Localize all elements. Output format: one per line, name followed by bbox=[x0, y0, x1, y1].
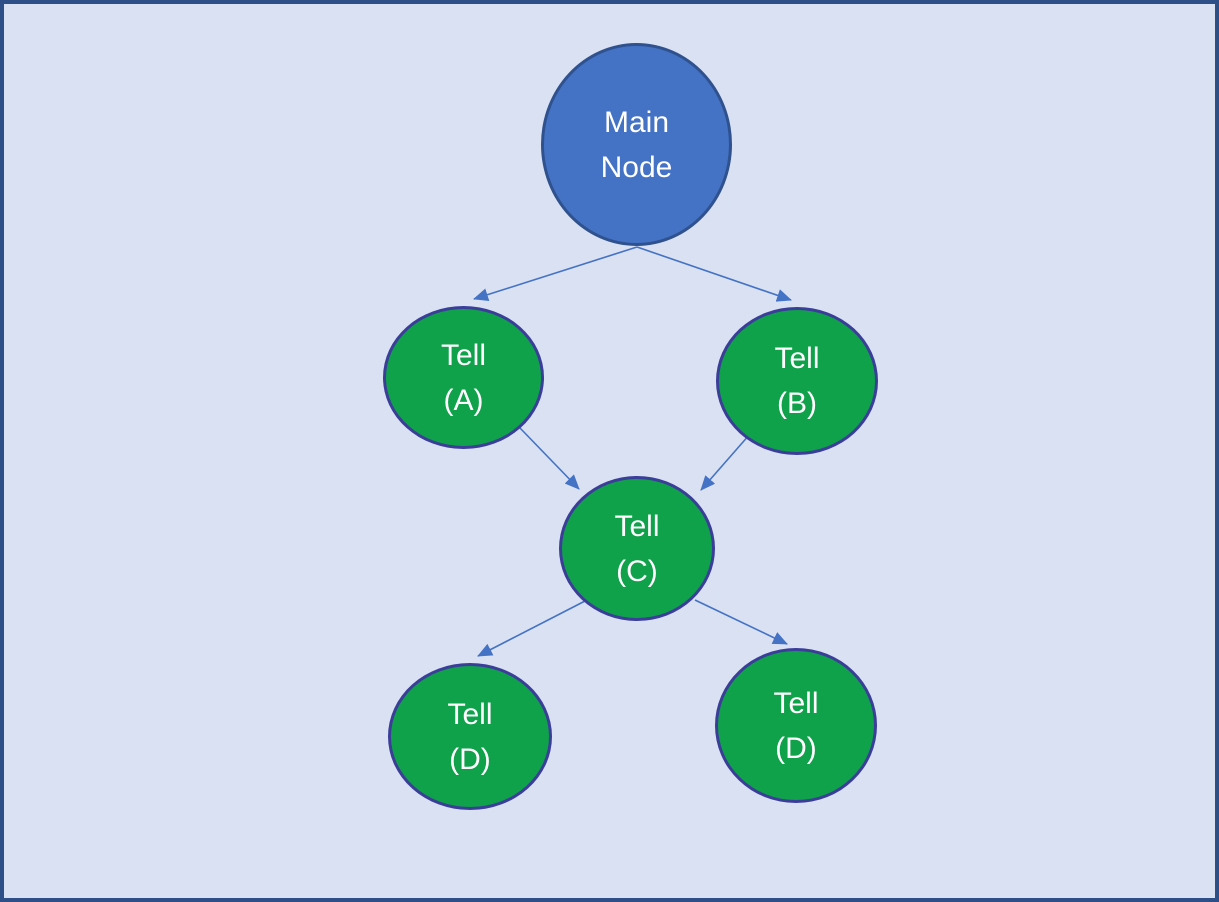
node-tell-c-label: Tell (C) bbox=[614, 509, 660, 588]
node-tell-d-right: Tell (D) bbox=[715, 648, 877, 803]
edge-tell-c-to-tell-d-right bbox=[694, 599, 788, 645]
node-tell-a-label: Tell (A) bbox=[440, 338, 486, 417]
edge-tell-c-to-tell-d-left bbox=[477, 600, 586, 657]
node-tell-c: Tell (C) bbox=[559, 476, 715, 621]
edge-tell-a-to-tell-c bbox=[519, 427, 580, 490]
edge-main-to-tell-b bbox=[636, 246, 792, 302]
node-main: Main Node bbox=[541, 43, 732, 246]
edge-main-to-tell-a bbox=[473, 246, 638, 301]
node-tell-d-right-label: Tell (D) bbox=[773, 686, 819, 765]
node-tell-d-left: Tell (D) bbox=[388, 663, 552, 810]
edge-tell-b-to-tell-c bbox=[700, 433, 751, 491]
node-tell-b-label: Tell (B) bbox=[774, 342, 820, 420]
node-tell-d-left-label: Tell (D) bbox=[447, 697, 493, 776]
node-tell-a: Tell (A) bbox=[383, 306, 544, 449]
node-main-label: Main Node bbox=[600, 105, 673, 184]
node-tell-b: Tell (B) bbox=[716, 307, 878, 455]
